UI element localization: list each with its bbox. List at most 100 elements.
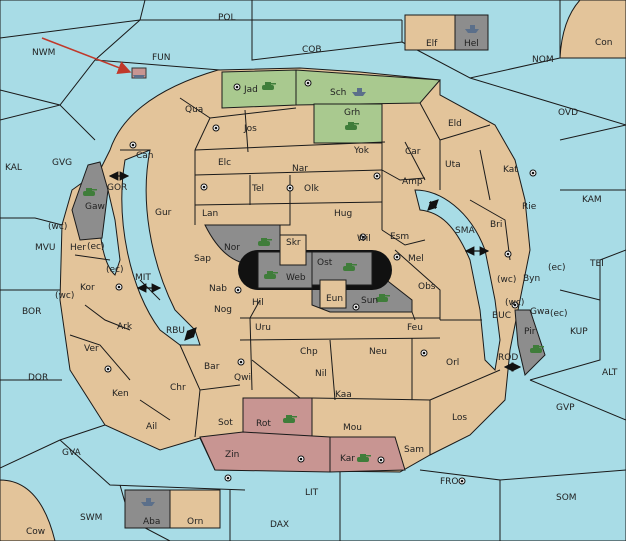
- sea-label: NWM: [32, 48, 55, 58]
- territory-orn[interactable]: [169, 489, 221, 529]
- land-label: Ken: [112, 389, 129, 399]
- land-label: Hel: [464, 39, 479, 49]
- land-label: Sun: [361, 296, 378, 306]
- land-label: Sap: [194, 254, 211, 264]
- sea-label: GVA: [62, 448, 82, 458]
- land-label: Neu: [369, 347, 387, 357]
- territory-kar[interactable]: [329, 436, 406, 473]
- land-label: Feu: [407, 323, 423, 333]
- sea-label: KAL: [5, 163, 22, 173]
- army-icon[interactable]: [258, 238, 272, 246]
- coast-tag: (ec): [106, 265, 124, 275]
- land-label: Eld: [448, 119, 462, 129]
- pointer-arrow: [41, 37, 132, 74]
- army-icon[interactable]: [83, 188, 97, 196]
- coast-tag: (wc): [55, 291, 74, 301]
- fleet-icon[interactable]: [131, 67, 147, 79]
- land-label: Orl: [446, 358, 459, 368]
- sea-label: ALT: [602, 368, 618, 378]
- territory-gaw[interactable]: [71, 161, 109, 241]
- land-label: Uru: [255, 323, 271, 333]
- lake-sma: [414, 189, 501, 372]
- land-label: Hil: [252, 298, 264, 308]
- land-label: Lan: [202, 209, 218, 219]
- land-label: Eun: [326, 294, 343, 304]
- land-label: Kat: [503, 165, 518, 175]
- sea-label: KUP: [570, 327, 588, 337]
- land-label: Los: [452, 413, 467, 423]
- army-icon[interactable]: [343, 263, 357, 271]
- land-label: Mou: [343, 423, 362, 433]
- army-icon[interactable]: [283, 415, 297, 423]
- coast-tag: (wc): [497, 275, 516, 285]
- land-label: Ver: [84, 344, 99, 354]
- land-label: Nor: [224, 243, 240, 253]
- land-label: Rot: [256, 419, 271, 429]
- coast-tag: (ec): [550, 309, 568, 319]
- sea-labels: POL NWM FUN COB NOM Con OVD KAL GVG KAM …: [5, 13, 618, 537]
- sea-label: SWM: [80, 513, 102, 523]
- land-label: Bar: [204, 362, 220, 372]
- land-label: Tel: [251, 184, 264, 194]
- territory-eun[interactable]: [319, 279, 347, 309]
- land-label: Gwa: [530, 307, 550, 317]
- army-icon[interactable]: [357, 454, 371, 462]
- land-label: Uta: [445, 160, 461, 170]
- land-label: Skr: [286, 238, 301, 248]
- sea-label: LIT: [305, 488, 319, 498]
- units: [83, 25, 544, 506]
- land-labels: Jad Sch Qua Jos Grh Eld Can Yok Car Uta …: [70, 39, 550, 527]
- land-label: Sam: [404, 445, 424, 455]
- territory-rot[interactable]: [242, 397, 313, 438]
- land-label: Car: [405, 147, 421, 157]
- territory-elf[interactable]: [404, 14, 456, 51]
- land-label: Ark: [117, 322, 133, 332]
- sea-label: DAX: [270, 520, 289, 530]
- land-label: Gaw: [85, 202, 105, 212]
- territory-pir[interactable]: [514, 309, 546, 376]
- land-label: Byn: [523, 274, 540, 284]
- land-label: Sot: [218, 418, 233, 428]
- strait-arrows: [108, 171, 522, 372]
- territory-zin[interactable]: [199, 431, 331, 473]
- sea-label: ROD: [498, 353, 518, 363]
- sea-label: GOR: [107, 183, 127, 193]
- land-label: Web: [286, 273, 306, 283]
- army-icon[interactable]: [345, 122, 359, 130]
- land-label: Grh: [344, 108, 360, 118]
- land-label: Kor: [80, 283, 95, 293]
- land-label: Ost: [317, 258, 333, 268]
- fleet-icon[interactable]: [352, 88, 366, 96]
- territory-con[interactable]: [559, 0, 626, 59]
- sea-label: SOM: [556, 493, 577, 503]
- sea-label: COB: [302, 45, 322, 55]
- land-label: Mel: [408, 254, 424, 264]
- army-icon[interactable]: [530, 345, 544, 353]
- army-icon[interactable]: [376, 294, 390, 302]
- fleet-icon[interactable]: [465, 25, 479, 33]
- land-label: Orn: [187, 517, 203, 527]
- sea-label: FUN: [152, 53, 171, 63]
- land-label: Can: [136, 151, 154, 161]
- territory-aba[interactable]: [124, 489, 171, 529]
- sea-label: FRO: [440, 477, 459, 487]
- army-icon[interactable]: [264, 271, 278, 279]
- sea-label: SMA: [455, 226, 475, 236]
- land-label: Sch: [330, 88, 346, 98]
- coast-tag: (wc): [505, 298, 524, 308]
- land-label: Wil: [357, 234, 371, 244]
- territory-jad[interactable]: [221, 69, 297, 109]
- land-label: Kaa: [335, 390, 352, 400]
- territory-ost[interactable]: [311, 251, 373, 286]
- sea-label: Cow: [26, 527, 45, 537]
- land-label: Kar: [340, 454, 355, 464]
- supply-centers: [104, 79, 537, 485]
- sea-label: GVP: [556, 403, 575, 413]
- territory-skr[interactable]: [279, 234, 307, 266]
- sea-label: GVG: [52, 158, 72, 168]
- army-icon[interactable]: [262, 82, 276, 90]
- fleet-icon[interactable]: [141, 498, 155, 506]
- sea-label: KAM: [582, 195, 602, 205]
- land-label: Jad: [243, 85, 258, 95]
